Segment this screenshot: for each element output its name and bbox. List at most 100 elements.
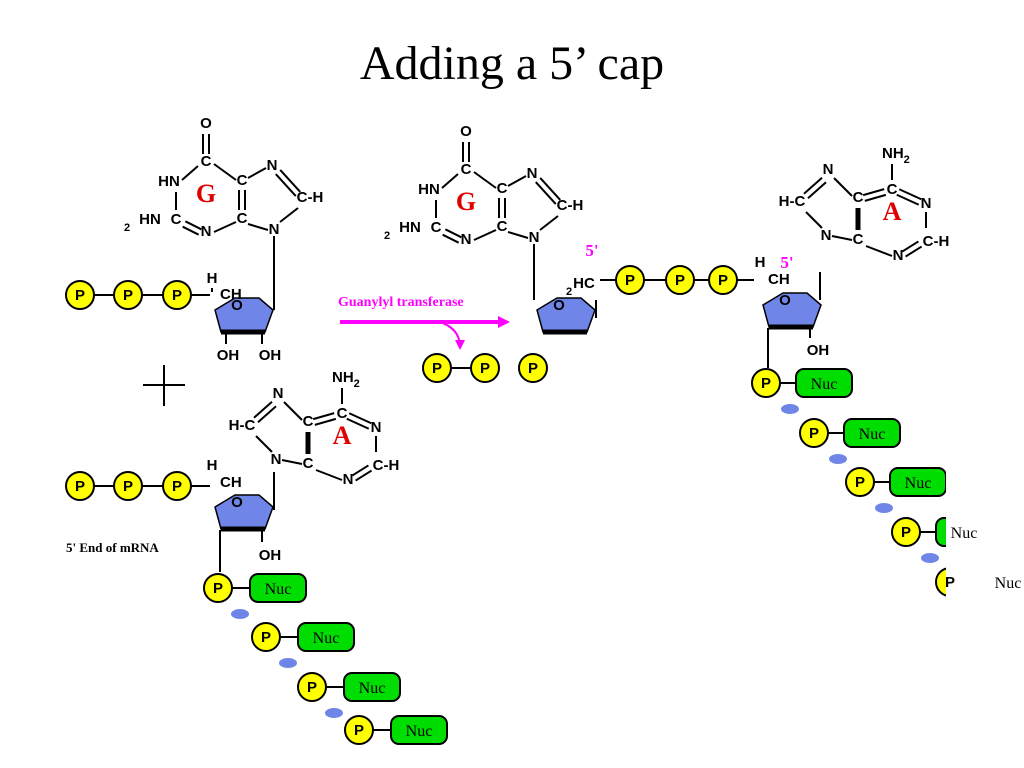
phosphate-label: P <box>75 478 85 495</box>
guanine-letter-gtp: G <box>196 179 216 208</box>
nucleotide-box <box>843 418 901 448</box>
phosphate-label: P <box>307 679 317 696</box>
ring-nitrogen: N <box>343 471 354 488</box>
nucleotide-box <box>343 672 401 702</box>
glycosidic-nitrogen: N <box>529 229 540 246</box>
ring-nitrogen: N <box>893 247 904 264</box>
ribose-ring <box>214 494 274 530</box>
phosphate-circle <box>799 418 829 448</box>
nucleotide-label: Nuc <box>811 376 838 393</box>
adenine-letter-mrna: A <box>333 421 352 450</box>
ribose-ring <box>214 297 274 333</box>
bond-line <box>247 167 267 179</box>
release-arrow-head <box>455 340 465 350</box>
diagram-edge-mask <box>946 440 1024 640</box>
bond-line <box>315 469 343 481</box>
ring-nitrogen: N <box>461 231 472 248</box>
phosphate-circle <box>470 353 500 383</box>
bond-line <box>539 215 559 231</box>
ribose-hydrogen: H <box>755 254 766 271</box>
phosphate-label: P <box>172 287 182 304</box>
ch2-sub: 2 <box>566 286 572 298</box>
backbone-link <box>279 658 297 668</box>
ring-nitrogen: N <box>823 161 834 178</box>
double-bond-line <box>355 469 373 482</box>
backbone-link <box>921 553 939 563</box>
phosphate-label: P <box>528 360 538 377</box>
double-bond-line <box>898 188 922 201</box>
guanine-letter-cap: G <box>456 187 476 216</box>
double-bond-line <box>184 220 202 231</box>
phosphate-label: P <box>75 287 85 304</box>
ring-carbon: C <box>887 181 898 198</box>
double-bond-line <box>896 193 920 206</box>
phosphate-label: P <box>901 524 911 541</box>
phosphate-circle <box>615 265 645 295</box>
ring-carbon: C <box>237 210 248 227</box>
double-bond-line <box>182 225 200 236</box>
double-bond-line <box>312 412 335 421</box>
nucleotide-box <box>249 573 307 603</box>
amino-group: HN <box>399 219 421 236</box>
nucleotide-label: Nuc <box>406 723 433 740</box>
ring-ch: C-H <box>923 233 950 250</box>
ring-carbon: C <box>461 161 472 178</box>
ring-nh: HN <box>158 173 180 190</box>
phosphate-label: P <box>945 574 955 591</box>
backbone-link <box>875 503 893 513</box>
bond-line <box>213 221 237 233</box>
backbone-link <box>829 454 847 464</box>
phosphate-circle <box>891 517 921 547</box>
ch2-group: CH <box>220 474 242 491</box>
double-bond-line <box>864 193 887 202</box>
phosphate-circle <box>518 353 548 383</box>
double-bond-line <box>901 240 919 253</box>
phosphate-label: P <box>123 287 133 304</box>
ribose-hydrogen: H <box>207 270 218 287</box>
nucleotide-label: Nuc <box>313 630 340 647</box>
phosphate-circle <box>251 622 281 652</box>
double-bond-line <box>348 412 372 425</box>
phosphate-circle <box>751 368 781 398</box>
ring-carbon: C <box>171 211 182 228</box>
bond-line <box>213 163 237 181</box>
double-bond-line <box>905 245 923 258</box>
ch2-group: CH <box>220 286 242 303</box>
phosphate-circle <box>203 573 233 603</box>
nucleotide-box <box>795 368 853 398</box>
ribose-oxygen: O <box>779 292 791 309</box>
ring-carbon: C <box>497 218 508 235</box>
backbone-link <box>325 708 343 718</box>
hydroxyl-group: OH <box>807 342 830 359</box>
ring-nitrogen: N <box>371 419 382 436</box>
imidazole-ch: C-H <box>297 189 324 206</box>
phosphate-label: P <box>718 272 728 289</box>
amine-nh2: NH2 <box>332 369 360 390</box>
amine-nh2: NH2 <box>882 145 910 166</box>
ring-nitrogen: N <box>267 157 278 174</box>
ribose-hydrogen: H <box>207 457 218 474</box>
double-bond-line <box>444 228 462 239</box>
phosphate-label: P <box>123 478 133 495</box>
bond-layer <box>94 134 980 731</box>
phosphate-label: P <box>761 375 771 392</box>
nucleotide-chain-layer <box>65 265 1024 745</box>
nucleotide-label: Nuc <box>359 680 386 697</box>
phosphate-label: P <box>261 629 271 646</box>
phosphate-label: P <box>354 722 364 739</box>
backbone-link <box>781 404 799 414</box>
ring-carbon: C <box>201 153 212 170</box>
phosphate-circle <box>344 715 374 745</box>
phosphate-circle <box>162 471 192 501</box>
ribose-ring <box>536 297 596 333</box>
ring-carbon: C <box>303 413 314 430</box>
phosphate-label: P <box>625 272 635 289</box>
ribose-layer <box>214 292 822 532</box>
bond-line <box>831 235 853 241</box>
double-bond-line <box>862 188 885 197</box>
nucleotide-label: Nuc <box>995 575 1022 592</box>
phosphate-circle <box>422 353 452 383</box>
enzyme-label: Guanylyl transferase <box>338 295 464 310</box>
